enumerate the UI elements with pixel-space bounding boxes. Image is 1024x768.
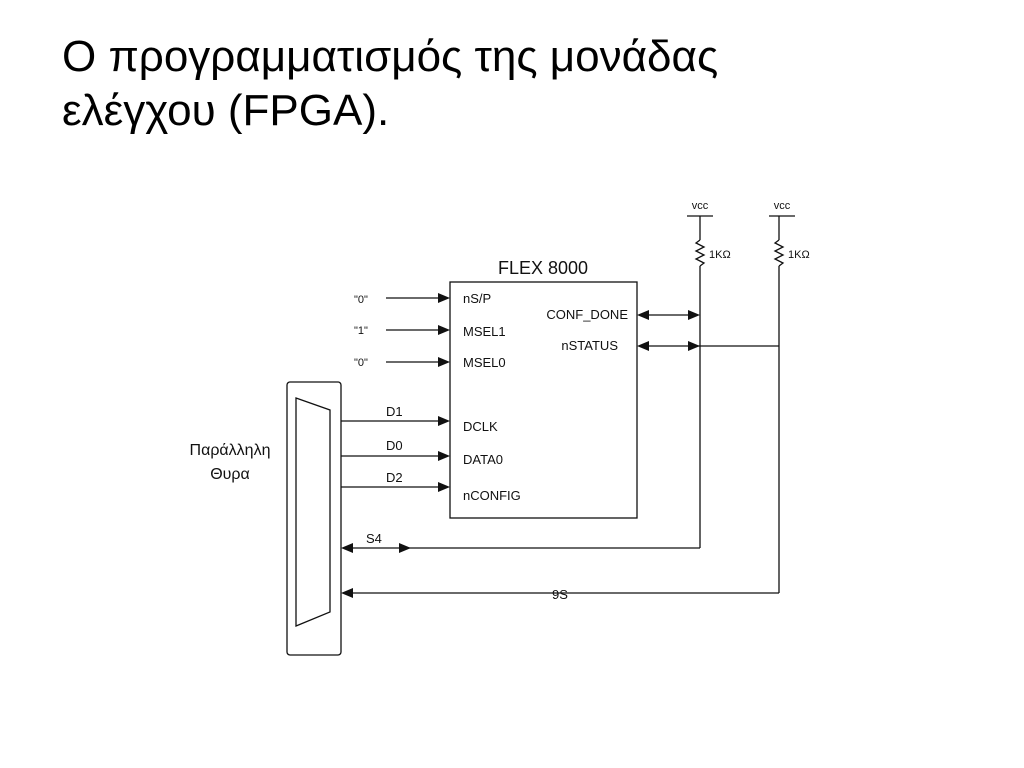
slide-title: Ο προγραμματισμός της μονάδας ελέγχου (F…	[62, 30, 962, 138]
pin-dclk: DCLK	[463, 419, 498, 434]
arrow-msel0	[438, 357, 450, 367]
flex8000-chip-body	[449, 281, 638, 519]
signal-9s-label: 9S	[552, 587, 568, 602]
resistor-2-label: 1KΩ	[788, 249, 810, 261]
input-level-ns-p: "0"	[354, 294, 368, 306]
arrow-d0	[438, 451, 450, 461]
arrow-ns-p	[438, 293, 450, 303]
input-level-msel1: "1"	[354, 325, 368, 337]
parallel-port-label-line-2: Θυρα	[210, 466, 250, 483]
pin-nstatus: nSTATUS	[561, 338, 618, 353]
arrow-msel1	[438, 325, 450, 335]
signal-d2-label: D2	[386, 470, 403, 485]
parallel-port-inner-outline	[295, 397, 331, 627]
arrow-d1	[438, 416, 450, 426]
arrow-conf-done-right	[688, 310, 700, 320]
pin-nconfig: nCONFIG	[463, 488, 521, 503]
pin-conf-done: CONF_DONE	[546, 307, 628, 322]
vcc-label-2: vcc	[774, 200, 791, 212]
signal-d1-label: D1	[386, 404, 403, 419]
arrow-s4-left	[341, 543, 353, 553]
slide-title-line-2: ελέγχου (FPGA).	[62, 86, 390, 135]
parallel-port-label-line-1: Παράλληλη	[190, 442, 271, 459]
arrow-d2	[438, 482, 450, 492]
parallel-port-connector	[286, 381, 342, 656]
input-level-msel0: "0"	[354, 357, 368, 369]
vcc-label-1: vcc	[692, 200, 709, 212]
pin-data0: DATA0	[463, 452, 503, 467]
slide-title-line-1: Ο προγραμματισμός της μονάδας	[62, 32, 719, 81]
arrow-s4-right	[399, 543, 411, 553]
resistor-1-label: 1KΩ	[709, 249, 731, 261]
chip-name: FLEX 8000	[498, 258, 588, 278]
pin-msel1: MSEL1	[463, 324, 506, 339]
signal-s4-label: S4	[366, 531, 382, 546]
resistor-1-icon	[694, 239, 706, 267]
arrow-9s	[341, 588, 353, 598]
arrow-nstatus-left	[637, 341, 649, 351]
arrow-conf-done-left	[637, 310, 649, 320]
pin-msel0: MSEL0	[463, 355, 506, 370]
arrow-nstatus-right	[688, 341, 700, 351]
signal-d0-label: D0	[386, 438, 403, 453]
resistor-2-icon	[773, 239, 785, 267]
pin-ns-p: nS/P	[463, 291, 491, 306]
